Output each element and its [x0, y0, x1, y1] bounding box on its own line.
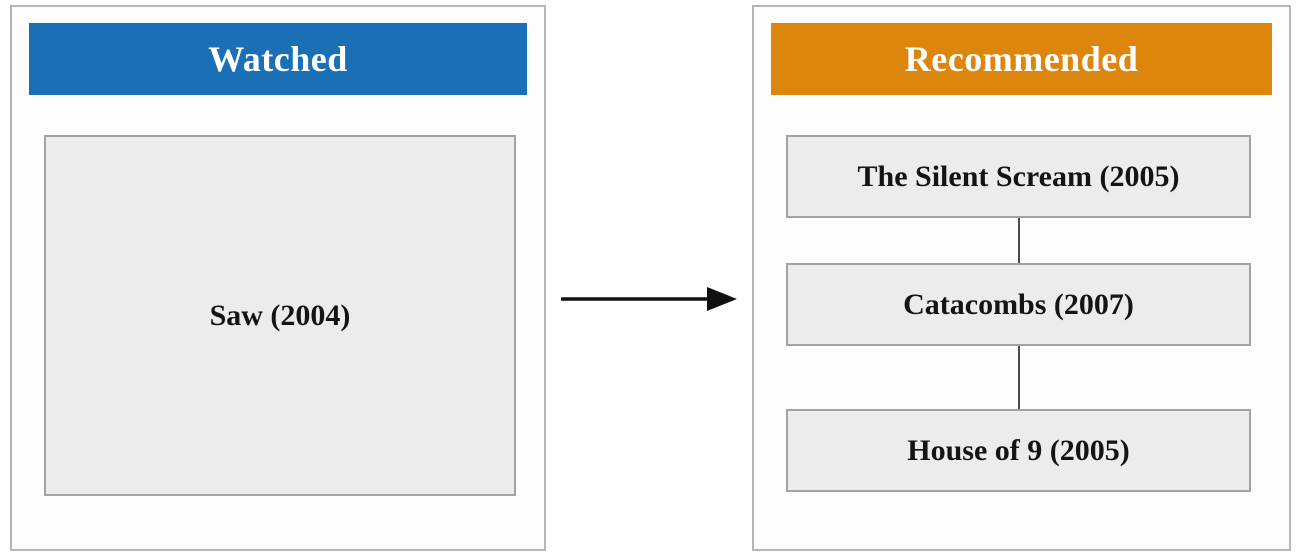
- movie-label: House of 9 (2005): [907, 433, 1130, 467]
- movie-node-recommended-1: The Silent Scream (2005): [786, 135, 1251, 218]
- movie-node-recommended-2: Catacombs (2007): [786, 263, 1251, 346]
- arrow-right-icon: [561, 287, 737, 311]
- recommended-list: The Silent Scream (2005) Catacombs (2007…: [786, 135, 1251, 492]
- connector-line: [1017, 218, 1020, 263]
- watched-header: Watched: [29, 23, 527, 95]
- movie-node-watched: Saw (2004): [44, 135, 516, 496]
- movie-label: Saw (2004): [209, 298, 351, 332]
- connector-line: [1017, 346, 1020, 409]
- recommended-header: Recommended: [771, 23, 1272, 95]
- movie-node-recommended-3: House of 9 (2005): [786, 409, 1251, 492]
- movie-label: The Silent Scream (2005): [857, 159, 1180, 193]
- watched-title: Watched: [208, 39, 348, 79]
- recommended-title: Recommended: [904, 39, 1139, 79]
- watched-panel: Watched Saw (2004): [10, 5, 546, 551]
- recommended-panel: Recommended The Silent Scream (2005) Cat…: [752, 5, 1291, 551]
- movie-label: Catacombs (2007): [903, 287, 1134, 321]
